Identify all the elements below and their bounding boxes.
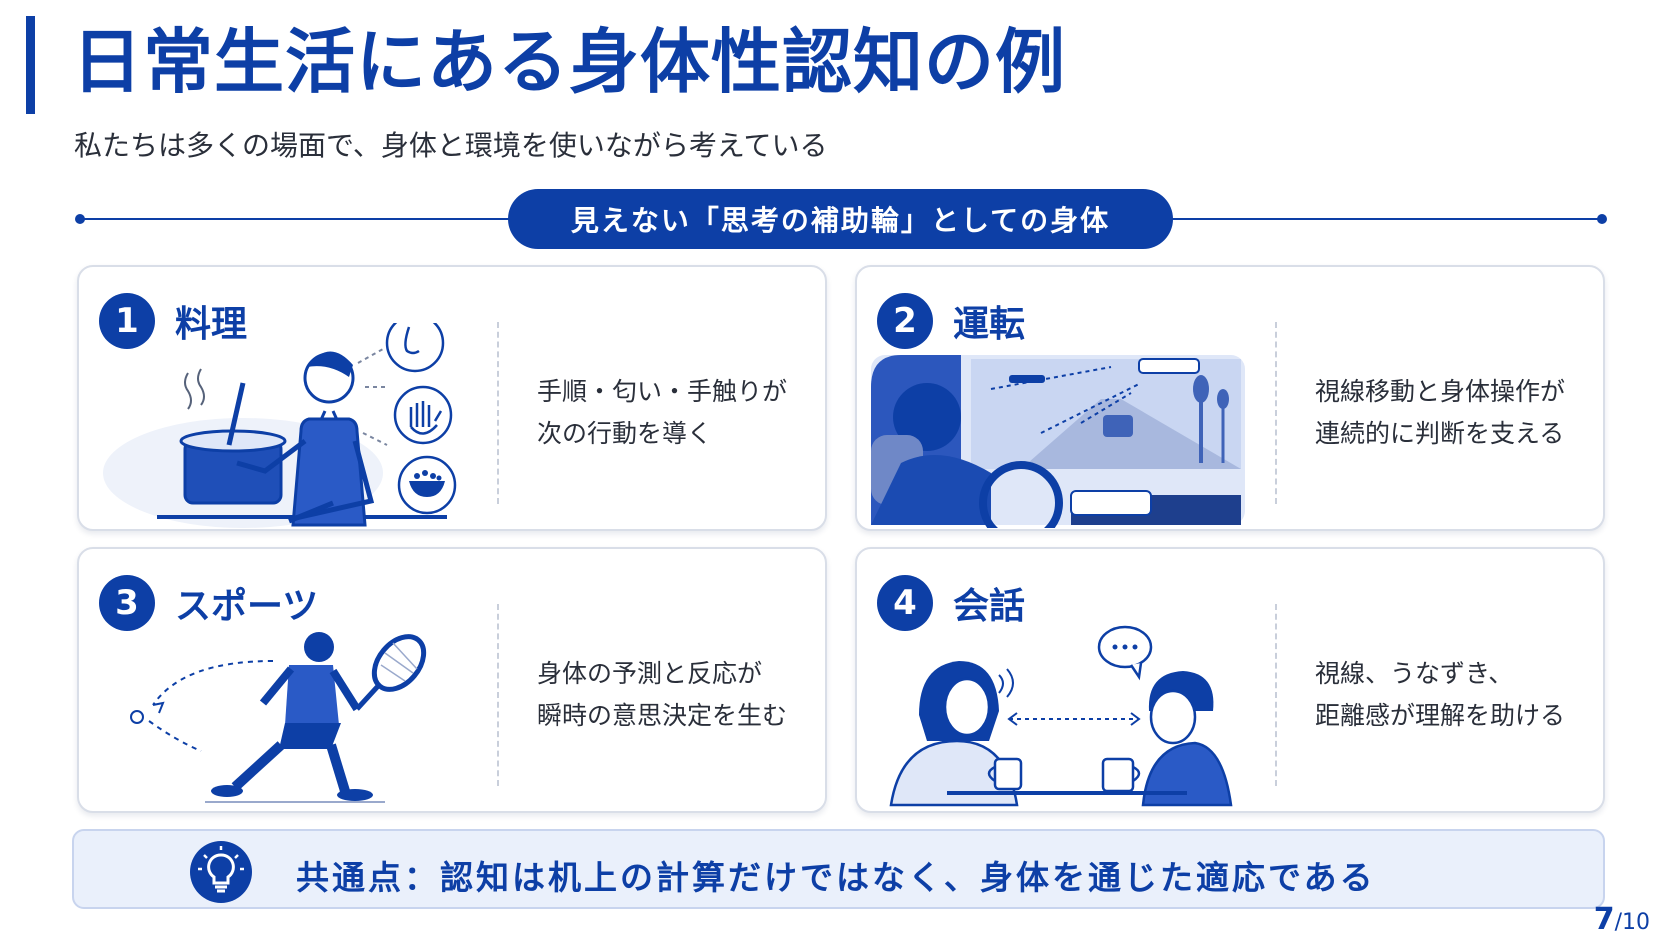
driving-illustration (871, 355, 1245, 528)
summary-panel: 共通点：認知は机上の計算だけではなく、身体を通じた適応である (72, 829, 1605, 909)
card-description-line: 連続的に判断を支える (1315, 419, 1565, 448)
card-title: 運転 (953, 304, 1026, 345)
card-sports: 3 スポーツ 身体の予測と反応が 瞬時の意思決定を生む (77, 547, 827, 813)
card-title: 会話 (953, 586, 1026, 627)
page-current: 7 (1593, 902, 1615, 937)
card-number: 3 (99, 575, 155, 631)
page-title: 日常生活にある身体性認知の例 (72, 21, 1066, 103)
card-number: 2 (877, 293, 933, 349)
card-separator (1275, 322, 1277, 504)
hand-icon (393, 385, 453, 445)
cooking-illustration (103, 323, 457, 528)
rice-bowl-icon (397, 455, 457, 515)
card-description-line: 手順・匂い・手触りが (537, 377, 788, 406)
card-conversation: 4 会話 視線、うなずき、 距離感が理解を助ける (855, 547, 1605, 813)
card-description: 視線移動と身体操作が 連続的に判断を支える (1315, 371, 1565, 455)
page-total: 10 (1622, 910, 1650, 935)
page-separator: / (1614, 910, 1622, 935)
card-separator (1275, 604, 1277, 786)
conversation-illustration (889, 625, 1233, 807)
card-separator (497, 604, 499, 786)
card-number: 4 (877, 575, 933, 631)
card-description: 視線、うなずき、 距離感が理解を助ける (1315, 653, 1565, 737)
divider-right (1165, 218, 1605, 220)
title-accent-bar (26, 16, 35, 114)
divider-left (80, 218, 520, 220)
card-description: 手順・匂い・手触りが 次の行動を導く (537, 371, 787, 455)
divider-dot-right (1597, 214, 1607, 224)
card-description-line: 視線、うなずき、 (1315, 659, 1514, 688)
card-cooking: 1 料理 手順・匂い・手触りが 次の行 (77, 265, 827, 531)
card-description-line: 瞬時の意思決定を生む (537, 701, 788, 730)
card-description-line: 次の行動を導く (537, 419, 713, 448)
card-description-line: 距離感が理解を助ける (1315, 701, 1566, 730)
card-title: スポーツ (175, 586, 319, 627)
divider-dot-left (75, 214, 85, 224)
page-number: 7/10 (1594, 902, 1650, 937)
card-driving: 2 運転 視線移動と身体操作が 連続的に判断を支える (855, 265, 1605, 531)
section-banner: 見えない「思考の補助輪」としての身体 (508, 189, 1173, 249)
lightbulb-icon (190, 841, 252, 903)
card-description: 身体の予測と反応が 瞬時の意思決定を生む (537, 653, 787, 737)
card-number: 1 (99, 293, 155, 349)
card-description-line: 身体の予測と反応が (537, 659, 763, 688)
nose-icon (385, 323, 445, 373)
sports-illustration (130, 632, 427, 803)
page-subtitle: 私たちは多くの場面で、身体と環境を使いながら考えている (74, 129, 828, 162)
summary-message: 共通点：認知は机上の計算だけではなく、身体を通じた適応である (296, 858, 1376, 897)
card-title: 料理 (175, 304, 248, 345)
card-separator (497, 322, 499, 504)
card-description-line: 視線移動と身体操作が (1315, 377, 1566, 406)
